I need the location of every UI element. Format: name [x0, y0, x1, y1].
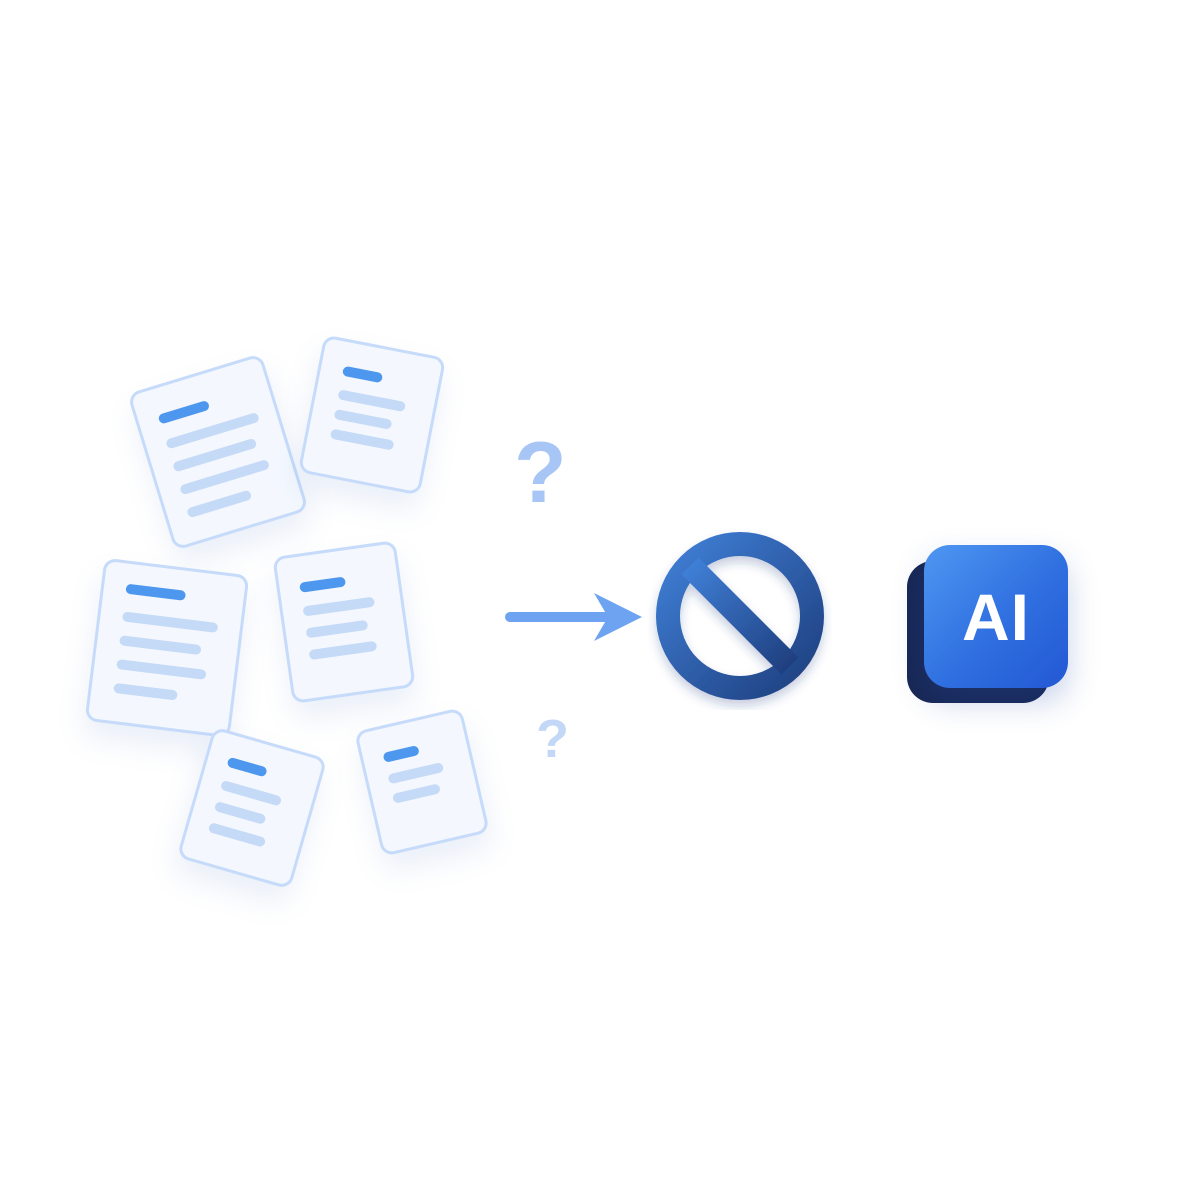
document-icon: [176, 726, 328, 890]
document-icon: [354, 707, 490, 857]
document-icon: [297, 334, 447, 496]
document-icon: [127, 353, 309, 551]
document-icon: [272, 540, 416, 704]
ai-badge-icon: AI: [924, 545, 1068, 688]
prohibited-icon: [656, 532, 824, 700]
arrow-right-icon: [505, 593, 642, 641]
question-mark-small: ?: [536, 709, 569, 769]
document-icon: [84, 557, 250, 739]
ai-badge-label: AI: [962, 579, 1030, 654]
question-mark-large: ?: [514, 425, 567, 521]
